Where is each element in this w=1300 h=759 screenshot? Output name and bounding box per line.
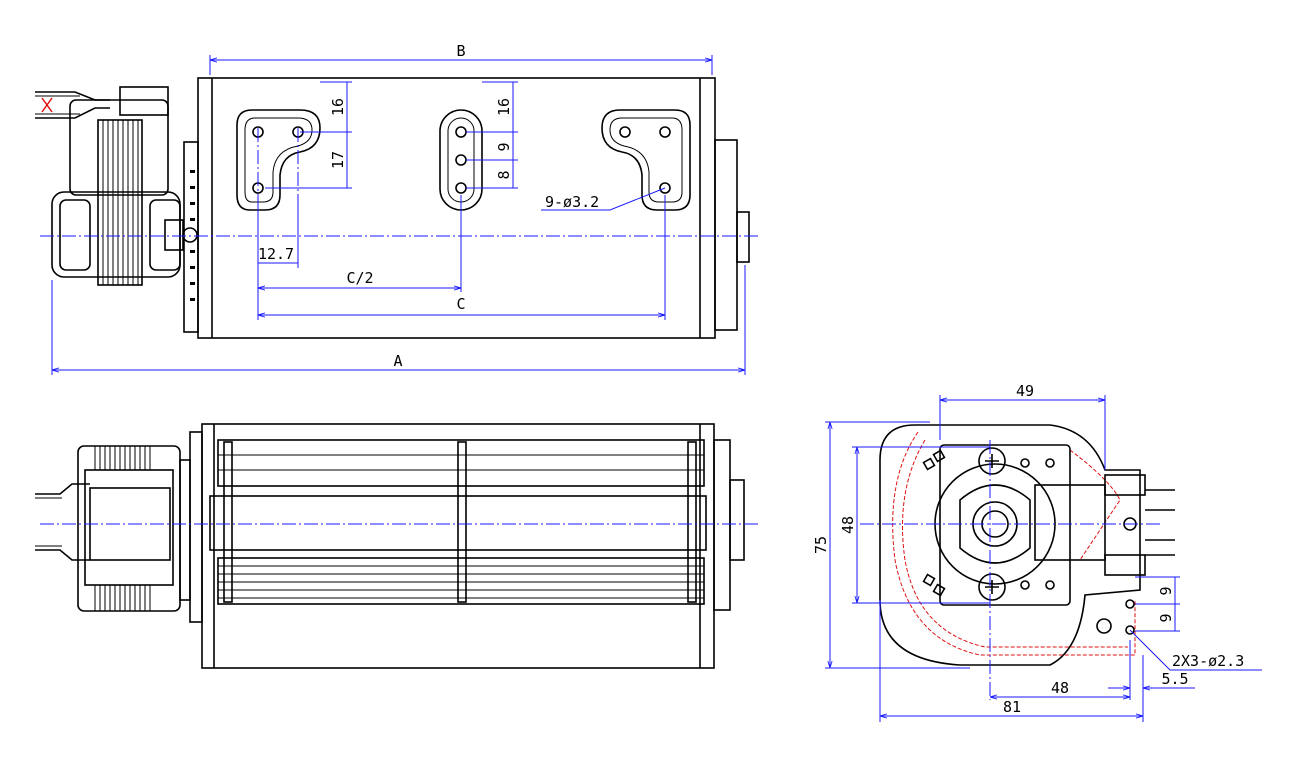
dim-12-7: 12.7 [258,245,294,263]
top-view: B A C C/2 12.7 16 17 16 9 8 9-ø3.2 [35,42,760,375]
holes-note-top: 9-ø3.2 [545,193,599,211]
dim-75: 75 [812,536,830,554]
holes-note-end: 2X3-ø2.3 [1172,652,1244,670]
dim-C-half: C/2 [346,269,373,287]
end-view: 49 75 48 9 9 2X3-ø2.3 5.5 48 81 [812,382,1262,722]
dim-16-left: 16 [329,98,347,116]
dim-5-5: 5.5 [1161,670,1188,688]
dim-17: 17 [329,151,347,169]
dim-9-lower: 9 [1157,613,1175,622]
dim-49: 49 [1016,382,1034,400]
dim-C: C [456,295,465,313]
dim-16-mid: 16 [495,98,513,116]
dim-8-mid: 8 [495,170,513,179]
top-motor [35,86,198,286]
dim-9-upper: 9 [1157,586,1175,595]
dim-81: 81 [1003,698,1021,716]
dim-9-mid: 9 [495,142,513,151]
dim-48-horizontal: 48 [1051,679,1069,697]
dim-B: B [456,42,465,60]
front-view [35,423,760,669]
dim-A: A [393,352,402,370]
dim-48-vertical: 48 [839,516,857,534]
